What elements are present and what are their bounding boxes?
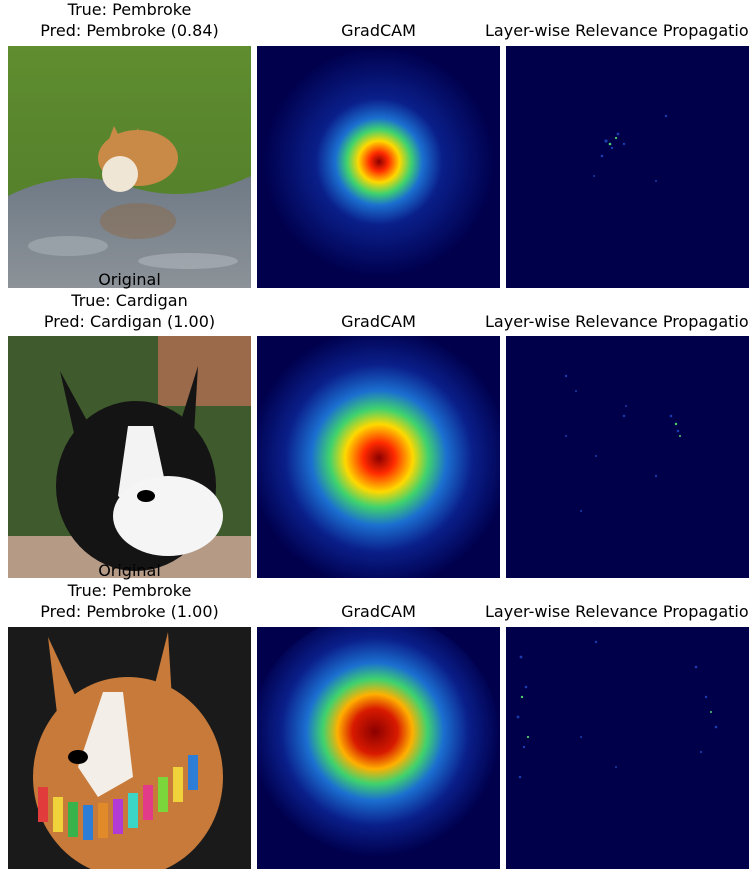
- row1-gradcam-heatmap: [257, 46, 500, 288]
- row1-pred-label: Pred: Pembroke (0.84): [40, 21, 219, 40]
- row2-original-label: Original: [98, 270, 161, 289]
- row2-gradcam-title: GradCAM: [341, 312, 416, 331]
- row3-original-label: Original: [98, 561, 161, 580]
- row1-lrp-title: Layer-wise Relevance Propagatio: [485, 21, 749, 40]
- row1-true-label: True: Pembroke: [67, 0, 192, 19]
- row1-lrp-map: [506, 46, 749, 288]
- row2-lrp-title: Layer-wise Relevance Propagatio: [485, 312, 749, 331]
- row2-gradcam-heatmap: [257, 336, 500, 578]
- row2-true-label: True: Cardigan: [71, 291, 188, 310]
- row3-gradcam-title: GradCAM: [341, 602, 416, 621]
- row2-original-image: [8, 336, 251, 578]
- row2-pred-label: Pred: Cardigan (1.00): [43, 312, 216, 331]
- row2-lrp-map: [506, 336, 749, 578]
- row3-pred-label: Pred: Pembroke (1.00): [40, 602, 219, 621]
- row1-original-image: [8, 46, 251, 288]
- row3-original-image: [8, 627, 251, 869]
- row3-true-label: True: Pembroke: [67, 581, 192, 600]
- row3-lrp-title: Layer-wise Relevance Propagatio: [485, 602, 749, 621]
- row3-gradcam-heatmap: [257, 627, 500, 869]
- row3-lrp-map: [506, 627, 749, 869]
- row1-gradcam-title: GradCAM: [341, 21, 416, 40]
